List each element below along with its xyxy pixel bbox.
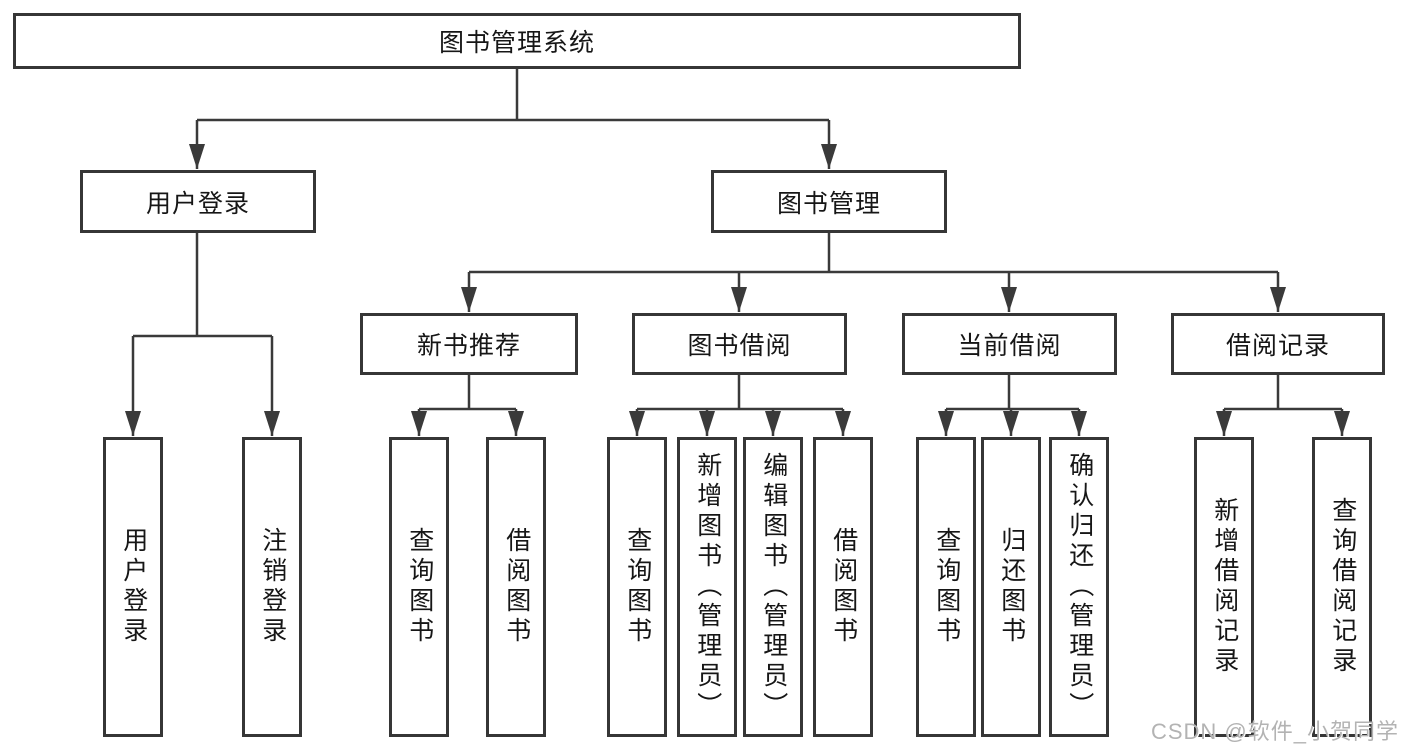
leaf-add-borrow-record-label: 新增借阅记录 (1210, 497, 1239, 677)
leaf-return-book-label: 归还图书 (997, 527, 1026, 647)
leaf-add-borrow-record: 新增借阅记录 (1194, 437, 1254, 737)
leaf-query-borrow-record-label: 查询借阅记录 (1328, 497, 1357, 677)
leaf-add-book-admin-label: 新增图书（管理员） (693, 452, 722, 722)
leaf-add-book-admin: 新增图书（管理员） (677, 437, 737, 737)
leaf-borrow-book-1: 借阅图书 (486, 437, 546, 737)
leaf-query-book-1: 查询图书 (389, 437, 449, 737)
leaf-borrow-book-2-label: 借阅图书 (829, 527, 858, 647)
leaf-user-login: 用户登录 (103, 437, 163, 737)
leaf-query-book-2: 查询图书 (607, 437, 667, 737)
node-book-borrow: 图书借阅 (632, 313, 847, 375)
leaf-query-book-1-label: 查询图书 (405, 527, 434, 647)
node-root-label: 图书管理系统 (438, 29, 595, 57)
node-new-book-recommend-label: 新书推荐 (416, 332, 521, 360)
leaf-return-book: 归还图书 (981, 437, 1041, 737)
node-book-management-label: 图书管理 (776, 189, 881, 218)
leaf-query-borrow-record: 查询借阅记录 (1312, 437, 1372, 737)
leaf-query-book-2-label: 查询图书 (623, 527, 652, 647)
node-book-management: 图书管理 (711, 170, 947, 233)
node-current-borrow-label: 当前借阅 (957, 332, 1062, 360)
node-borrow-records: 借阅记录 (1171, 313, 1385, 375)
leaf-query-book-3-label: 查询图书 (932, 527, 961, 647)
leaf-confirm-return-admin: 确认归还（管理员） (1049, 437, 1109, 737)
leaf-user-login-label: 用户登录 (119, 527, 148, 647)
leaf-confirm-return-admin-label: 确认归还（管理员） (1065, 452, 1094, 722)
node-borrow-records-label: 借阅记录 (1225, 332, 1330, 360)
node-user-login-label: 用户登录 (145, 189, 250, 218)
leaf-edit-book-admin-label: 编辑图书（管理员） (759, 452, 788, 722)
leaf-query-book-3: 查询图书 (916, 437, 976, 737)
leaf-logout-label: 注销登录 (258, 527, 287, 647)
csdn-watermark: CSDN @软件_小贺同学 (1150, 719, 1399, 744)
leaf-borrow-book-1-label: 借阅图书 (502, 527, 531, 647)
leaf-logout: 注销登录 (242, 437, 302, 737)
node-user-login: 用户登录 (80, 170, 316, 233)
leaf-edit-book-admin: 编辑图书（管理员） (743, 437, 803, 737)
node-current-borrow: 当前借阅 (902, 313, 1117, 375)
node-new-book-recommend: 新书推荐 (360, 313, 578, 375)
node-root: 图书管理系统 (13, 13, 1021, 69)
node-book-borrow-label: 图书借阅 (687, 332, 792, 360)
leaf-borrow-book-2: 借阅图书 (813, 437, 873, 737)
